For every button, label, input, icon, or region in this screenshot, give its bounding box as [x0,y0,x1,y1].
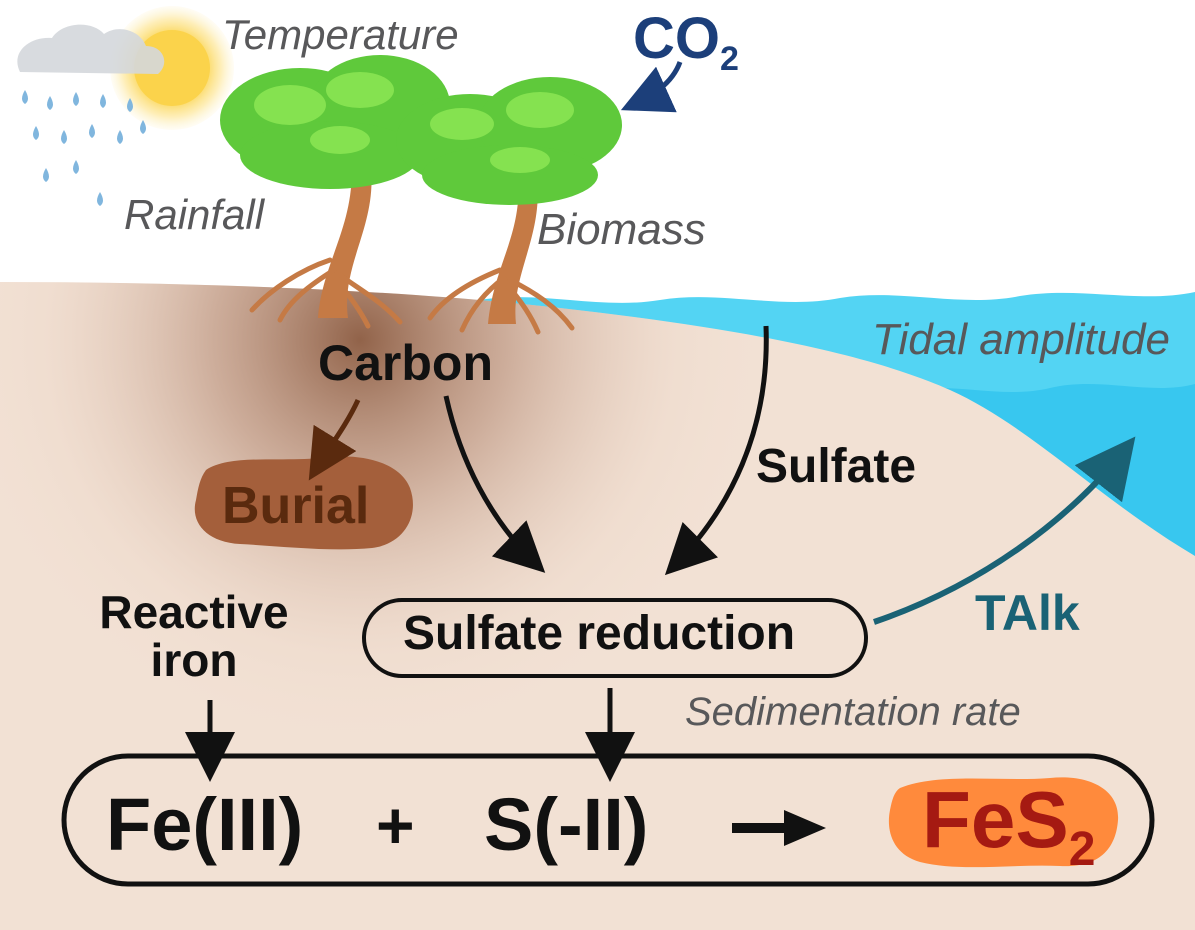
plus-sign: + [376,788,415,862]
pyrite-subscript: 2 [1068,823,1096,876]
sedimentation-rate-label: Sedimentation rate [685,690,1021,734]
sediment-shading [0,282,1195,930]
sulfate-reduction-oval [362,598,868,678]
talk-label: TAlk [975,585,1080,641]
co2-label: CO2 [633,10,739,78]
sulfate-to-sulfate-reduction-arrow [664,325,769,576]
pyrite-label: FeS2 [922,780,1095,874]
carbon-to-sulfate-reduction-arrow [443,395,546,573]
cloud-icon [17,24,165,74]
carbon-label: Carbon [318,335,493,391]
biomass-label: Biomass [537,205,706,254]
co2-subscript: 2 [720,40,739,78]
rainfall-label: Rainfall [124,191,265,238]
tidal-amplitude-label: Tidal amplitude [872,315,1170,364]
tree-left [220,55,450,329]
sulfate-reduction-label: Sulfate reduction [403,607,796,660]
sulfate-label: Sulfate [756,440,917,493]
reactive-iron-label: Reactive iron [99,586,289,686]
reaction-arrowhead [784,810,826,846]
raindrops-icon [22,90,146,206]
weather-group [17,6,234,206]
mangrove-trees [220,55,622,335]
fe3-label: Fe(III) [106,783,304,866]
pyrite-main: FeS [922,775,1069,864]
co2-arrow [620,61,683,113]
temperature-label: Temperature [222,11,459,58]
burial-label: Burial [222,477,370,535]
talk-arrow [873,436,1136,625]
sulfide-label: S(-II) [484,783,649,866]
tree-right [396,77,622,335]
pyrite-reaction-oval [61,753,1155,887]
pyrite-blob [888,777,1119,868]
burial-blob [194,456,413,550]
carbon-to-burial-arrow [308,398,361,481]
co2-main: CO [633,6,720,71]
